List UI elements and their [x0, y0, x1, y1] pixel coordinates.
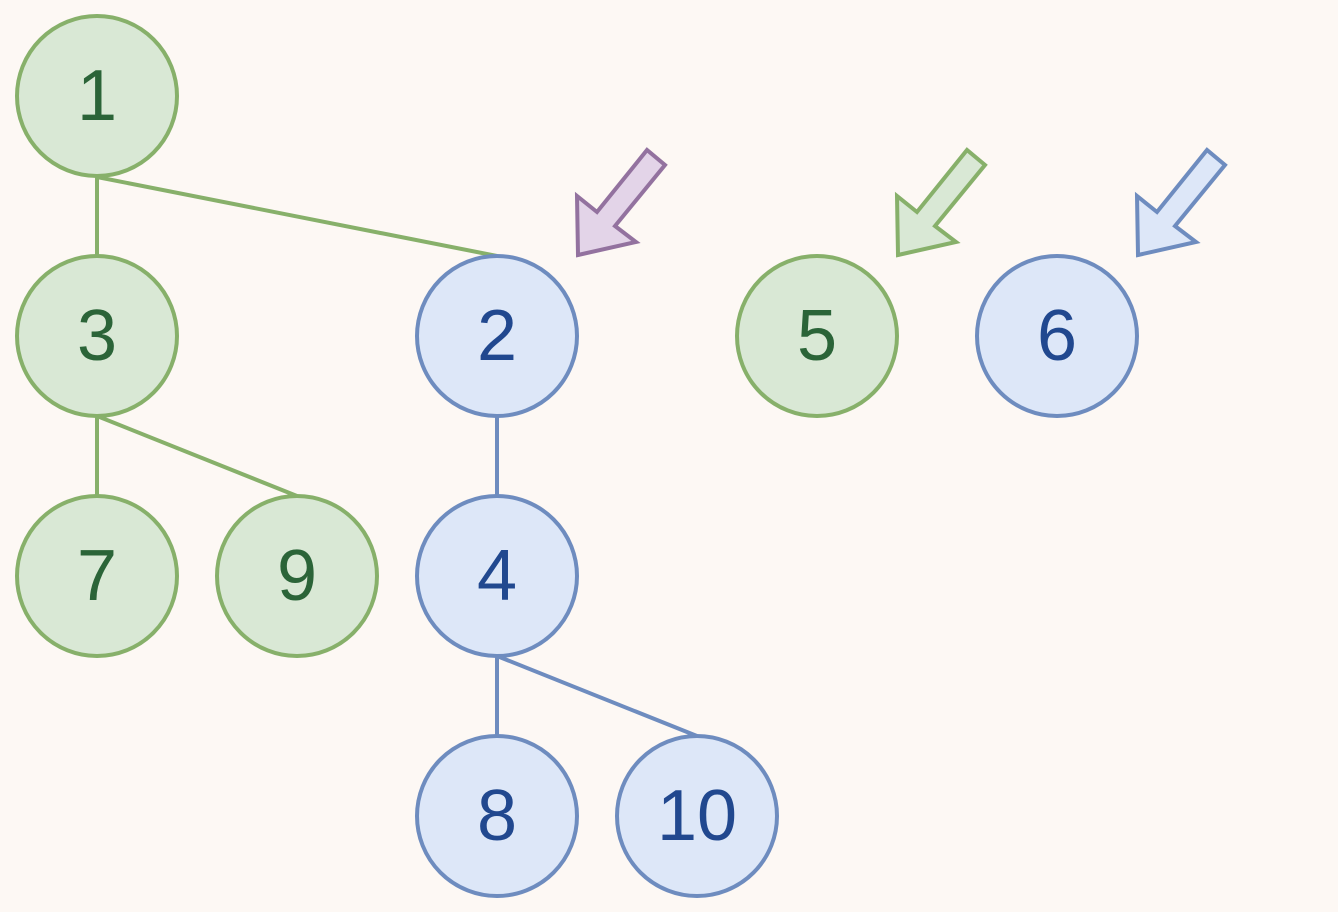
- node-circle: [15, 254, 179, 418]
- node-circle: [15, 494, 179, 658]
- tree-node-1: 1: [15, 14, 179, 178]
- pointer-arrow-node-2: [574, 147, 668, 258]
- pointer-arrow-node-5: [894, 147, 988, 258]
- node-label: 10: [657, 776, 737, 856]
- node-label: 2: [477, 296, 517, 376]
- node-circle: [615, 734, 779, 898]
- arrows: [574, 147, 1228, 258]
- node-label: 9: [277, 536, 317, 616]
- tree-node-8: 8: [415, 734, 579, 898]
- pointer-arrow-node-6: [1134, 147, 1228, 258]
- node-label: 4: [477, 536, 517, 616]
- node-label: 5: [797, 296, 837, 376]
- node-circle: [415, 254, 579, 418]
- node-circle: [415, 494, 579, 658]
- node-label: 7: [77, 536, 117, 616]
- tree-node-2: 2: [415, 254, 579, 418]
- node-label: 6: [1037, 296, 1077, 376]
- nodes: 1 3 2 5 6 7 9 4: [15, 14, 1139, 898]
- node-circle: [415, 734, 579, 898]
- tree-node-6: 6: [975, 254, 1139, 418]
- tree-node-3: 3: [15, 254, 179, 418]
- node-label: 8: [477, 776, 517, 856]
- node-circle: [215, 494, 379, 658]
- edge-3-9: [96, 414, 298, 498]
- tree-node-9: 9: [215, 494, 379, 658]
- edge-1-2: [96, 175, 498, 258]
- tree-node-5: 5: [735, 254, 899, 418]
- tree-node-10: 10: [615, 734, 779, 898]
- tree-node-4: 4: [415, 494, 579, 658]
- tree-node-7: 7: [15, 494, 179, 658]
- node-circle: [975, 254, 1139, 418]
- edges: [95, 175, 698, 738]
- node-circle: [735, 254, 899, 418]
- node-label: 1: [77, 56, 117, 136]
- node-label: 3: [77, 296, 117, 376]
- edge-4-10: [496, 654, 698, 738]
- node-circle: [15, 14, 179, 178]
